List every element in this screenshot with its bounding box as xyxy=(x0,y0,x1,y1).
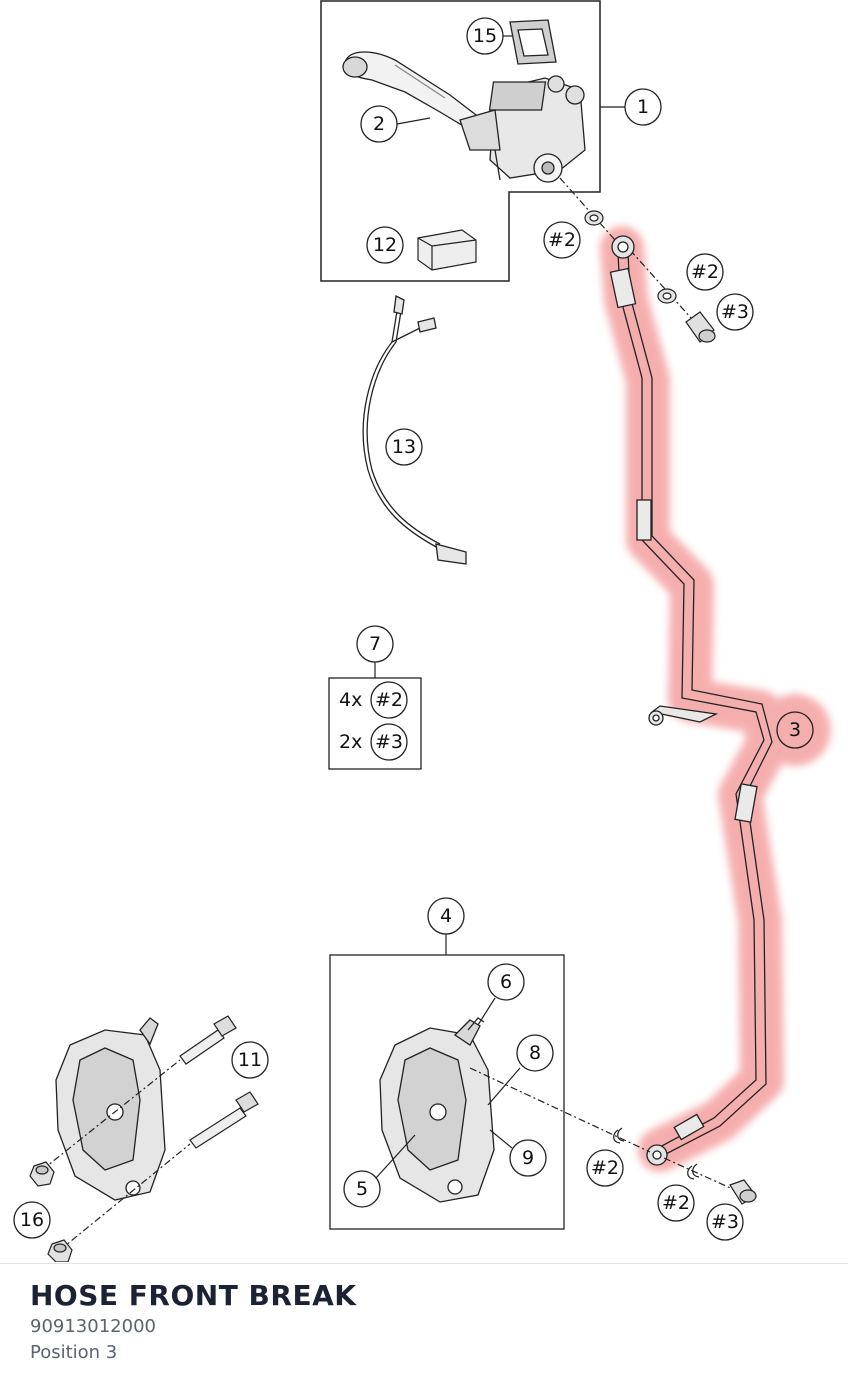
svg-text:7: 7 xyxy=(369,633,381,655)
svg-text:11: 11 xyxy=(238,1049,262,1071)
callout-6[interactable]: 6 xyxy=(487,963,525,1001)
switch-cable[interactable] xyxy=(362,295,467,565)
part-number: 90913012000 xyxy=(30,1316,156,1337)
callout-ref3-lower[interactable]: #3 xyxy=(706,1203,744,1241)
exploded-parts-diagram: 4x #2 2x #3 xyxy=(13,0,831,1262)
callout-11[interactable]: 11 xyxy=(231,1041,269,1079)
svg-text:#2: #2 xyxy=(691,261,719,283)
svg-text:13: 13 xyxy=(392,436,416,458)
callout-5[interactable]: 5 xyxy=(343,1170,381,1208)
part-title: HOSE FRONT BREAK xyxy=(30,1279,357,1312)
upper-banjo-washers xyxy=(559,177,716,343)
svg-text:5: 5 xyxy=(356,1178,368,1200)
svg-text:#2: #2 xyxy=(591,1157,619,1179)
callout-12[interactable]: 12 xyxy=(366,226,404,264)
callout-2[interactable]: 2 xyxy=(360,105,398,143)
svg-text:#3: #3 xyxy=(711,1211,739,1233)
svg-text:9: 9 xyxy=(522,1147,534,1169)
kit-qty-b: 2x xyxy=(339,731,362,753)
callout-ref2-lower-b[interactable]: #2 xyxy=(657,1184,695,1222)
svg-text:#2: #2 xyxy=(662,1192,690,1214)
callout-1[interactable]: 1 xyxy=(624,88,662,126)
caliper-mounting-bolts[interactable] xyxy=(41,1015,259,1251)
svg-text:12: 12 xyxy=(373,234,397,256)
svg-text:#2: #2 xyxy=(548,229,576,251)
svg-text:8: 8 xyxy=(529,1042,541,1064)
part-position: Position 3 xyxy=(30,1342,118,1363)
callout-9[interactable]: 9 xyxy=(509,1139,547,1177)
svg-text:3: 3 xyxy=(789,719,801,741)
kit-ref-b[interactable]: #3 xyxy=(375,731,403,753)
caliper-nuts[interactable] xyxy=(29,1161,73,1262)
svg-text:15: 15 xyxy=(473,25,497,47)
callout-4[interactable]: 4 xyxy=(427,897,465,935)
callout-15[interactable]: 15 xyxy=(466,17,504,55)
spare-caliper[interactable] xyxy=(55,1017,166,1201)
callout-ref2-lower-a[interactable]: #2 xyxy=(586,1149,624,1187)
brake-light-switch[interactable] xyxy=(417,229,477,271)
callout-ref2-upper-b[interactable]: #2 xyxy=(686,253,724,291)
kit-qty-a: 4x xyxy=(339,689,362,711)
callout-ref2-upper-a[interactable]: #2 xyxy=(543,221,581,259)
kit-ref-a[interactable]: #2 xyxy=(375,689,403,711)
callout-8[interactable]: 8 xyxy=(516,1034,554,1072)
caliper-assembly-box xyxy=(329,954,565,1230)
info-divider xyxy=(0,1263,848,1264)
master-cylinder[interactable] xyxy=(459,75,586,183)
callout-7[interactable]: 7 xyxy=(356,625,394,663)
hose-highlight xyxy=(600,226,831,1172)
front-brake-hose[interactable] xyxy=(609,235,773,1166)
svg-text:2: 2 xyxy=(373,113,385,135)
callout-16[interactable]: 16 xyxy=(13,1201,51,1239)
part-info-panel: HOSE FRONT BREAK 90913012000 Position 3 xyxy=(30,1278,356,1366)
repair-kit-box xyxy=(328,677,422,770)
callout-3-selected[interactable]: 3 xyxy=(776,711,814,749)
brake-caliper[interactable] xyxy=(379,1017,495,1203)
callout-ref3-upper[interactable]: #3 xyxy=(716,293,754,331)
lower-banjo-washers xyxy=(469,1067,757,1205)
svg-text:6: 6 xyxy=(500,971,512,993)
callout-13[interactable]: 13 xyxy=(385,428,423,466)
reservoir-gasket[interactable] xyxy=(509,19,557,65)
svg-text:4: 4 xyxy=(440,905,452,927)
master-cylinder-box xyxy=(320,0,601,282)
svg-text:16: 16 xyxy=(20,1209,44,1231)
svg-text:#3: #3 xyxy=(721,301,749,323)
svg-text:1: 1 xyxy=(637,96,649,118)
